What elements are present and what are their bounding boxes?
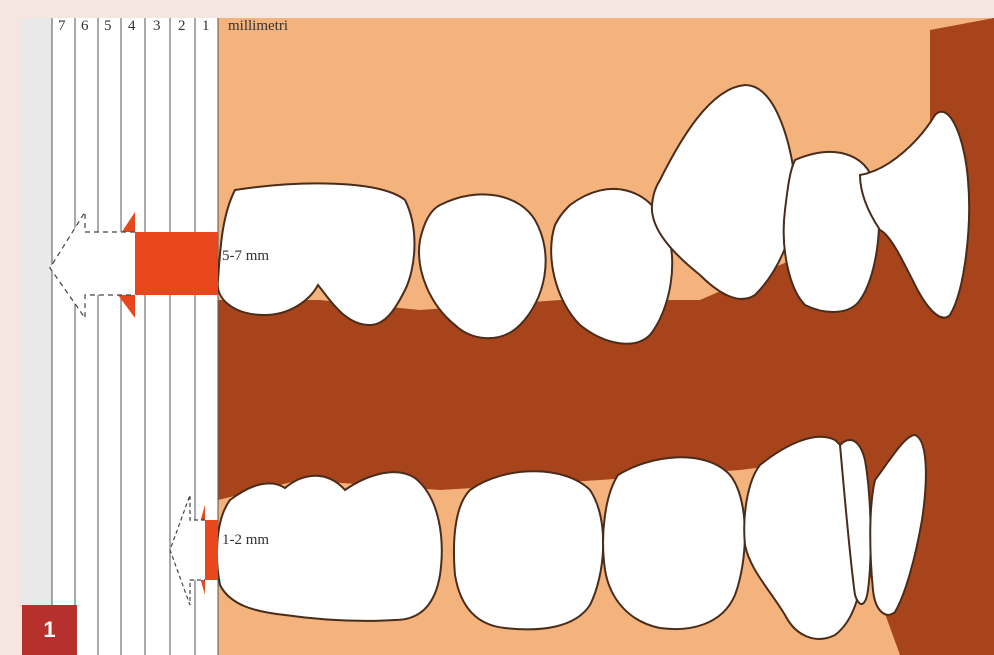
ruler-mark-7: 7 (58, 18, 66, 35)
ruler-mark-4: 4 (128, 18, 136, 35)
ruler-mark-2: 2 (178, 18, 186, 35)
ruler-unit-label: millimetri (228, 18, 288, 35)
lower-premolar-2 (454, 471, 603, 629)
ruler-shade (22, 18, 52, 655)
lower-measurement-label: 1-2 mm (222, 532, 269, 549)
ruler-mark-6: 6 (81, 18, 89, 35)
ruler-mark-5: 5 (104, 18, 112, 35)
figure-number: 1 (43, 617, 55, 643)
lower-premolar-1 (603, 457, 745, 629)
upper-measurement-label: 5-7 mm (222, 248, 269, 265)
ruler-mark-1: 1 (202, 18, 210, 35)
figure-number-badge: 1 (22, 605, 77, 655)
ruler-mark-3: 3 (153, 18, 161, 35)
